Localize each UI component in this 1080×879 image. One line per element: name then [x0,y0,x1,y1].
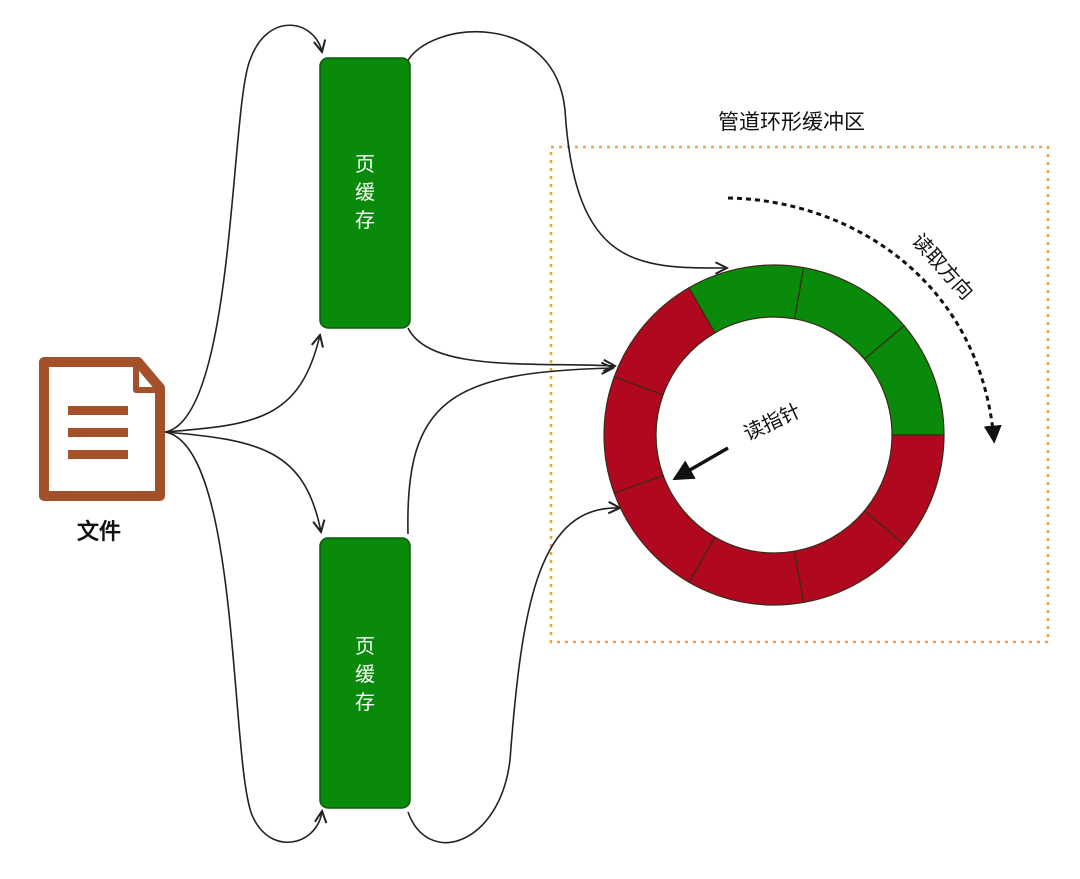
page-cache-bottom-char: 存 [355,690,375,714]
document-icon [39,357,165,501]
file-to-bottom-cache-bottom-arrow [164,431,322,843]
ring-buffer-boundary [549,145,1050,644]
read-direction-arrow [727,196,1002,444]
page-cache-top-char: 存 [355,208,375,232]
page-cache-bottom-char: 页 [355,634,375,658]
read-pointer-arrow [672,446,729,481]
page-cache-top-char: 页 [355,152,375,176]
top-cache-to-ring-top-arrow [406,31,727,268]
bottom-cache-to-ring-left-arrow [407,368,613,535]
ring-buffer-title: 管道环形缓冲区 [718,110,865,134]
page-cache-top-block [319,57,411,329]
page-cache-top-char: 缓 [355,180,375,204]
file-to-top-cache-top-arrow [164,24,322,433]
page-cache-bottom-block [319,537,411,809]
top-cache-to-ring-left-arrow [407,327,615,366]
bottom-cache-to-ring-lower-arrow [407,508,620,844]
ring-segment-empty [603,376,664,494]
file-to-top-cache-bottom-arrow [164,335,320,433]
page-cache-bottom-char: 缓 [355,662,375,686]
ring-segment-filled [688,264,805,334]
connector-lines [164,24,727,844]
ring-buffer [603,264,945,606]
file-label: 文件 [77,520,122,545]
file-to-bottom-cache-top-arrow [164,431,321,532]
